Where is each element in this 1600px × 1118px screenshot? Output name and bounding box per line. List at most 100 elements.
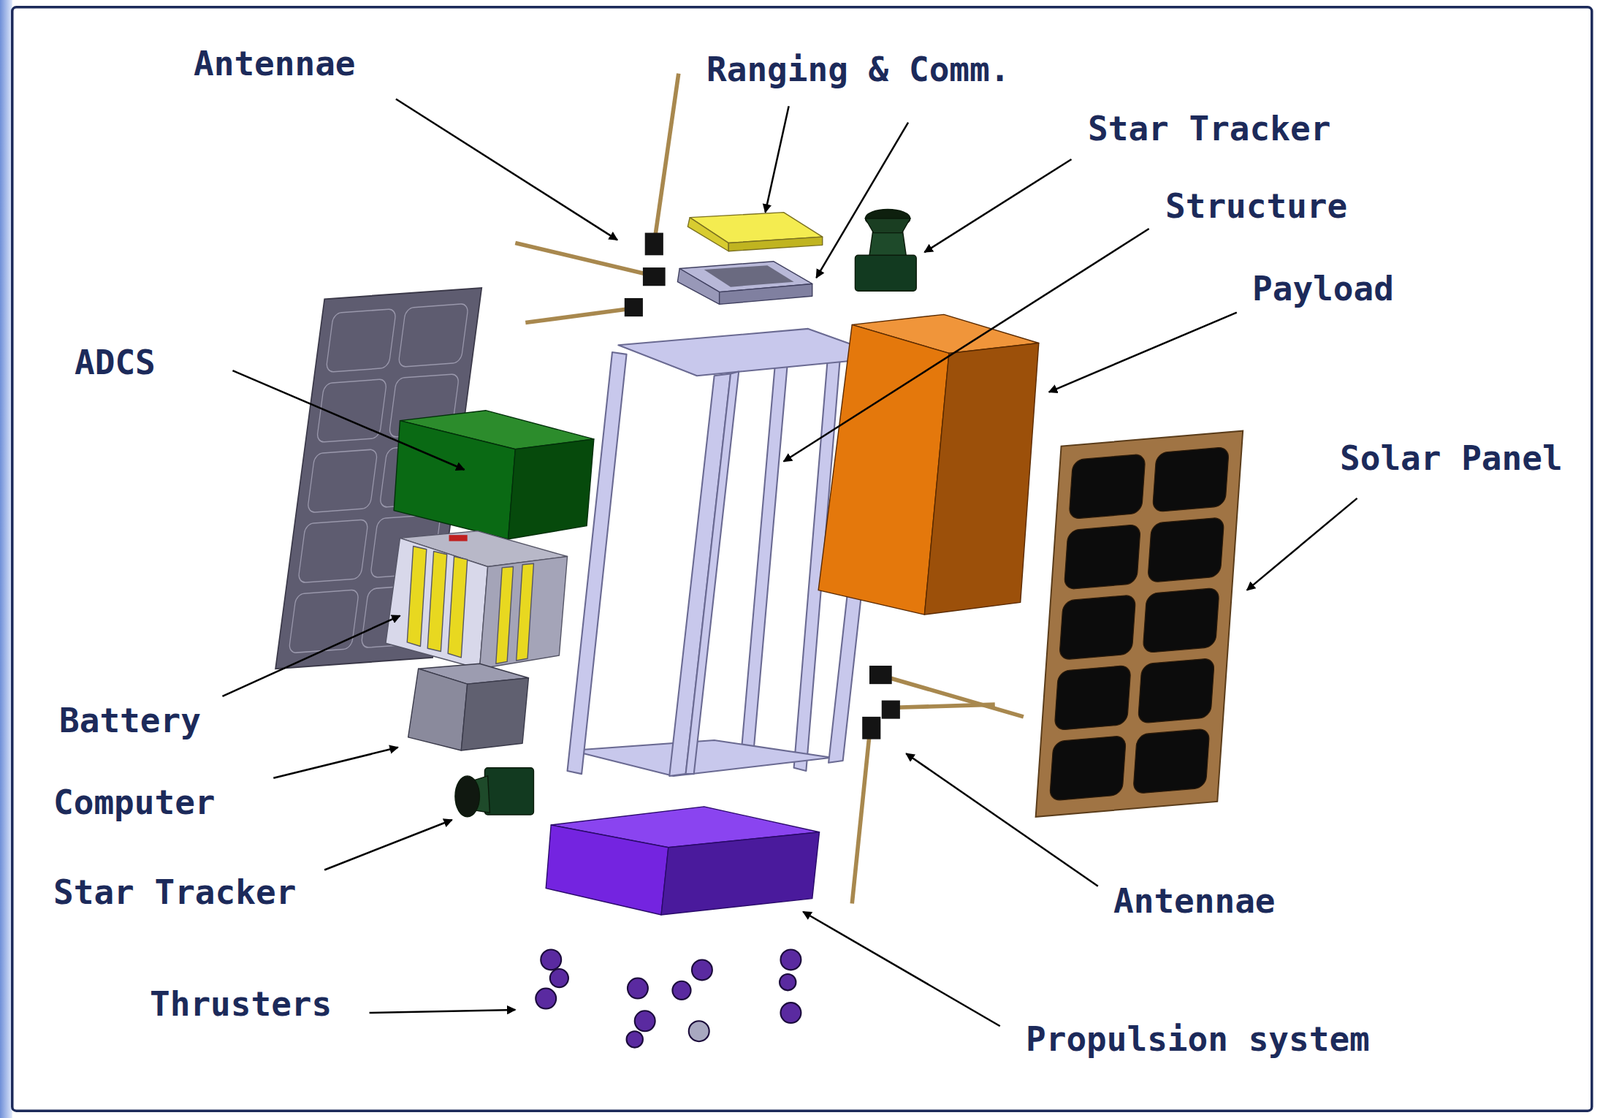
leader-line (369, 1009, 516, 1013)
thrusters (535, 949, 801, 1047)
antenna-hinge (624, 298, 643, 317)
tracker-baffle (865, 218, 910, 234)
thruster (550, 968, 569, 988)
thruster (627, 978, 649, 999)
part-label: Ranging & Comm. (706, 51, 1010, 89)
leader-line (1247, 498, 1358, 591)
thruster (691, 959, 713, 980)
box-side (479, 556, 567, 670)
solar-cell (1054, 664, 1131, 731)
leader-line (816, 122, 909, 278)
battery-pack (385, 531, 568, 670)
panel-plate (1035, 431, 1244, 817)
leader-line (765, 105, 790, 212)
comm-boards (677, 212, 822, 305)
leader-line (802, 911, 1001, 1026)
leader-line (1049, 312, 1237, 393)
part-label: Propulsion system (1025, 1020, 1370, 1058)
box-front (408, 668, 468, 751)
antenna-rod (851, 734, 870, 904)
tracker-lens (455, 775, 480, 817)
solar-cell (1133, 728, 1210, 795)
tracker-body (854, 254, 917, 291)
thruster (688, 1020, 710, 1042)
leader-line (232, 370, 464, 470)
payload-box (818, 314, 1039, 615)
part-label: Computer (53, 783, 216, 822)
frame-post (686, 371, 740, 775)
antennae-lower (851, 665, 1024, 904)
ranging-board-edge (687, 217, 729, 252)
antenna-hinge (642, 267, 666, 286)
box-front (393, 420, 516, 540)
thruster (780, 1002, 801, 1023)
battery-cell (496, 566, 514, 664)
part-label: Star Tracker (1087, 110, 1331, 148)
leader-line (273, 747, 398, 779)
tracker-body (484, 767, 534, 815)
frame-bottom-plate (571, 740, 832, 776)
box-side (661, 832, 819, 915)
adcs-box (393, 410, 594, 540)
box-front (385, 537, 489, 669)
antenna-rod (525, 308, 633, 323)
thruster (779, 973, 796, 990)
thruster (780, 949, 801, 970)
solar-cell (1059, 594, 1137, 661)
leader-lines (222, 99, 1357, 1027)
propulsion-box (545, 806, 819, 915)
leader-line (395, 99, 618, 241)
antenna-hinge (645, 233, 664, 256)
antenna-hinge (862, 716, 881, 740)
leader-line (924, 159, 1072, 253)
leader-line (905, 753, 1099, 887)
comm-board-edge (719, 283, 813, 304)
solar-cell (1147, 517, 1225, 584)
star-tracker-upper (854, 208, 917, 291)
part-label: ADCS (74, 344, 156, 382)
box-front (545, 824, 669, 915)
battery-cell (447, 556, 468, 658)
antenna-hinge (881, 700, 901, 719)
thruster (626, 1030, 643, 1047)
solar-cell (1063, 523, 1141, 590)
solar-cell (1137, 658, 1215, 725)
part-label: Star Tracker (53, 873, 296, 912)
comm-board-screen (704, 265, 795, 287)
leader-line (222, 615, 400, 697)
part-label: Thrusters (149, 985, 332, 1023)
antenna-rod (655, 73, 679, 238)
thruster (535, 988, 556, 1009)
battery-cell (427, 551, 448, 652)
frame-post (567, 352, 627, 774)
thruster (540, 949, 562, 970)
part-label: Solar Panel (1339, 439, 1563, 478)
part-label: Antennae (1113, 882, 1276, 920)
solar-cell (398, 303, 470, 367)
frame-post (740, 359, 788, 758)
solar-cell (1142, 587, 1220, 654)
antenna-rod (895, 704, 995, 708)
antennae-upper (515, 73, 678, 323)
solar-cell (325, 308, 397, 372)
solar-cell (1152, 446, 1229, 513)
battery-cell (516, 563, 535, 661)
leader-line (324, 819, 453, 870)
star-tracker-lower (455, 767, 535, 817)
solar-cell (306, 449, 378, 513)
solar-cell (288, 589, 360, 654)
frame-border (12, 7, 1592, 1111)
part-label: Battery (59, 702, 201, 740)
antenna-rod (882, 675, 1024, 717)
computer-box (408, 663, 529, 751)
thruster (634, 1010, 656, 1031)
thruster (672, 981, 691, 1000)
part-label: Antennae (193, 45, 356, 83)
ranging-board-edge (728, 236, 822, 252)
part-label: Payload (1252, 270, 1394, 308)
antenna-hinge (869, 665, 893, 684)
solar-cell (1049, 735, 1126, 802)
battery-connector (449, 534, 468, 541)
